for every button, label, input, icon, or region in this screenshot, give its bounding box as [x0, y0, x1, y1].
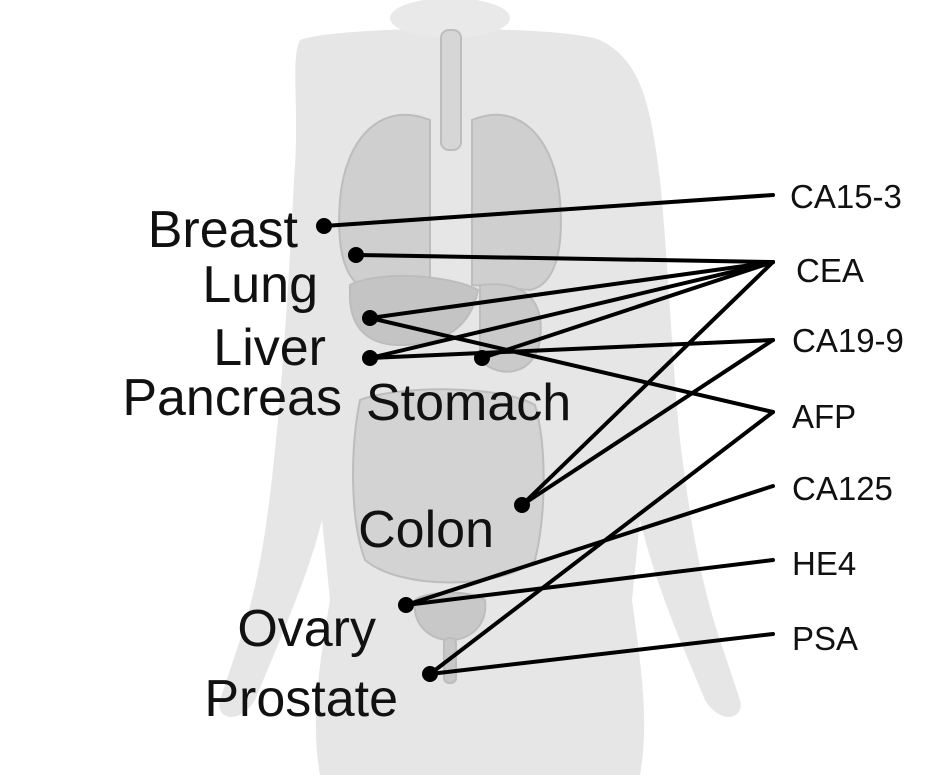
- organ-dot-colon: [514, 497, 530, 513]
- marker-label-cea: CEA: [796, 252, 864, 289]
- marker-label-he4: HE4: [792, 545, 856, 582]
- marker-label-ca15-3: CA15-3: [790, 178, 902, 215]
- organ-dot-pancreas: [362, 350, 378, 366]
- organ-label-breast: Breast: [148, 201, 299, 259]
- organ-dot-stomach: [474, 350, 490, 366]
- marker-label-ca125: CA125: [792, 470, 893, 507]
- organ-dot-lung: [348, 247, 364, 263]
- organ-label-prostate: Prostate: [204, 670, 398, 728]
- organ-label-colon: Colon: [358, 501, 494, 559]
- organ-dot-prostate: [422, 666, 438, 682]
- marker-label-psa: PSA: [792, 620, 858, 657]
- marker-label-afp: AFP: [792, 398, 856, 435]
- organ-dot-breast: [316, 218, 332, 234]
- organ-dot-ovary: [398, 597, 414, 613]
- organ-label-pancreas: Pancreas: [122, 369, 342, 427]
- trachea: [441, 30, 461, 150]
- organ-dot-liver: [362, 310, 378, 326]
- organ-label-ovary: Ovary: [237, 600, 376, 658]
- organ-label-lung: Lung: [202, 256, 318, 314]
- marker-label-ca19-9: CA19-9: [792, 322, 904, 359]
- organ-label-stomach: Stomach: [366, 374, 571, 432]
